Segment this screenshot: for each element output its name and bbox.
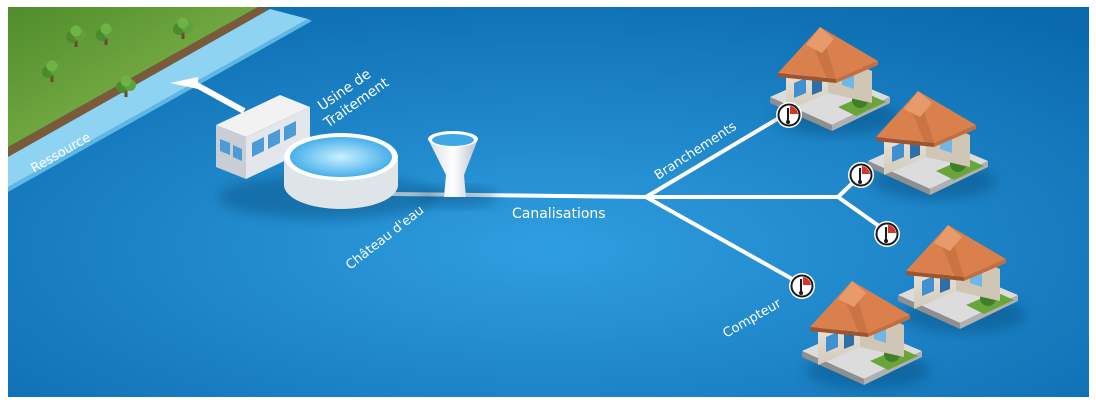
intake-pipe [191, 80, 246, 114]
treatment-plant-illustration [216, 95, 438, 219]
water-tower-illustration [418, 131, 498, 207]
water-meter-icon [788, 272, 816, 300]
label-canalisations: Canalisations [512, 206, 606, 222]
water-meter-icon [847, 161, 875, 189]
water-distribution-diagram: Ressource Usine de Traitement Château d'… [8, 7, 1089, 397]
water-meter-icon [775, 101, 803, 129]
pipe-network [391, 113, 888, 287]
intake-funnel [170, 77, 198, 89]
branch-pipe-1 [644, 113, 786, 199]
water-meter-icon [873, 220, 901, 248]
river-illustration [8, 7, 312, 192]
branch-pipe-4 [644, 195, 805, 287]
